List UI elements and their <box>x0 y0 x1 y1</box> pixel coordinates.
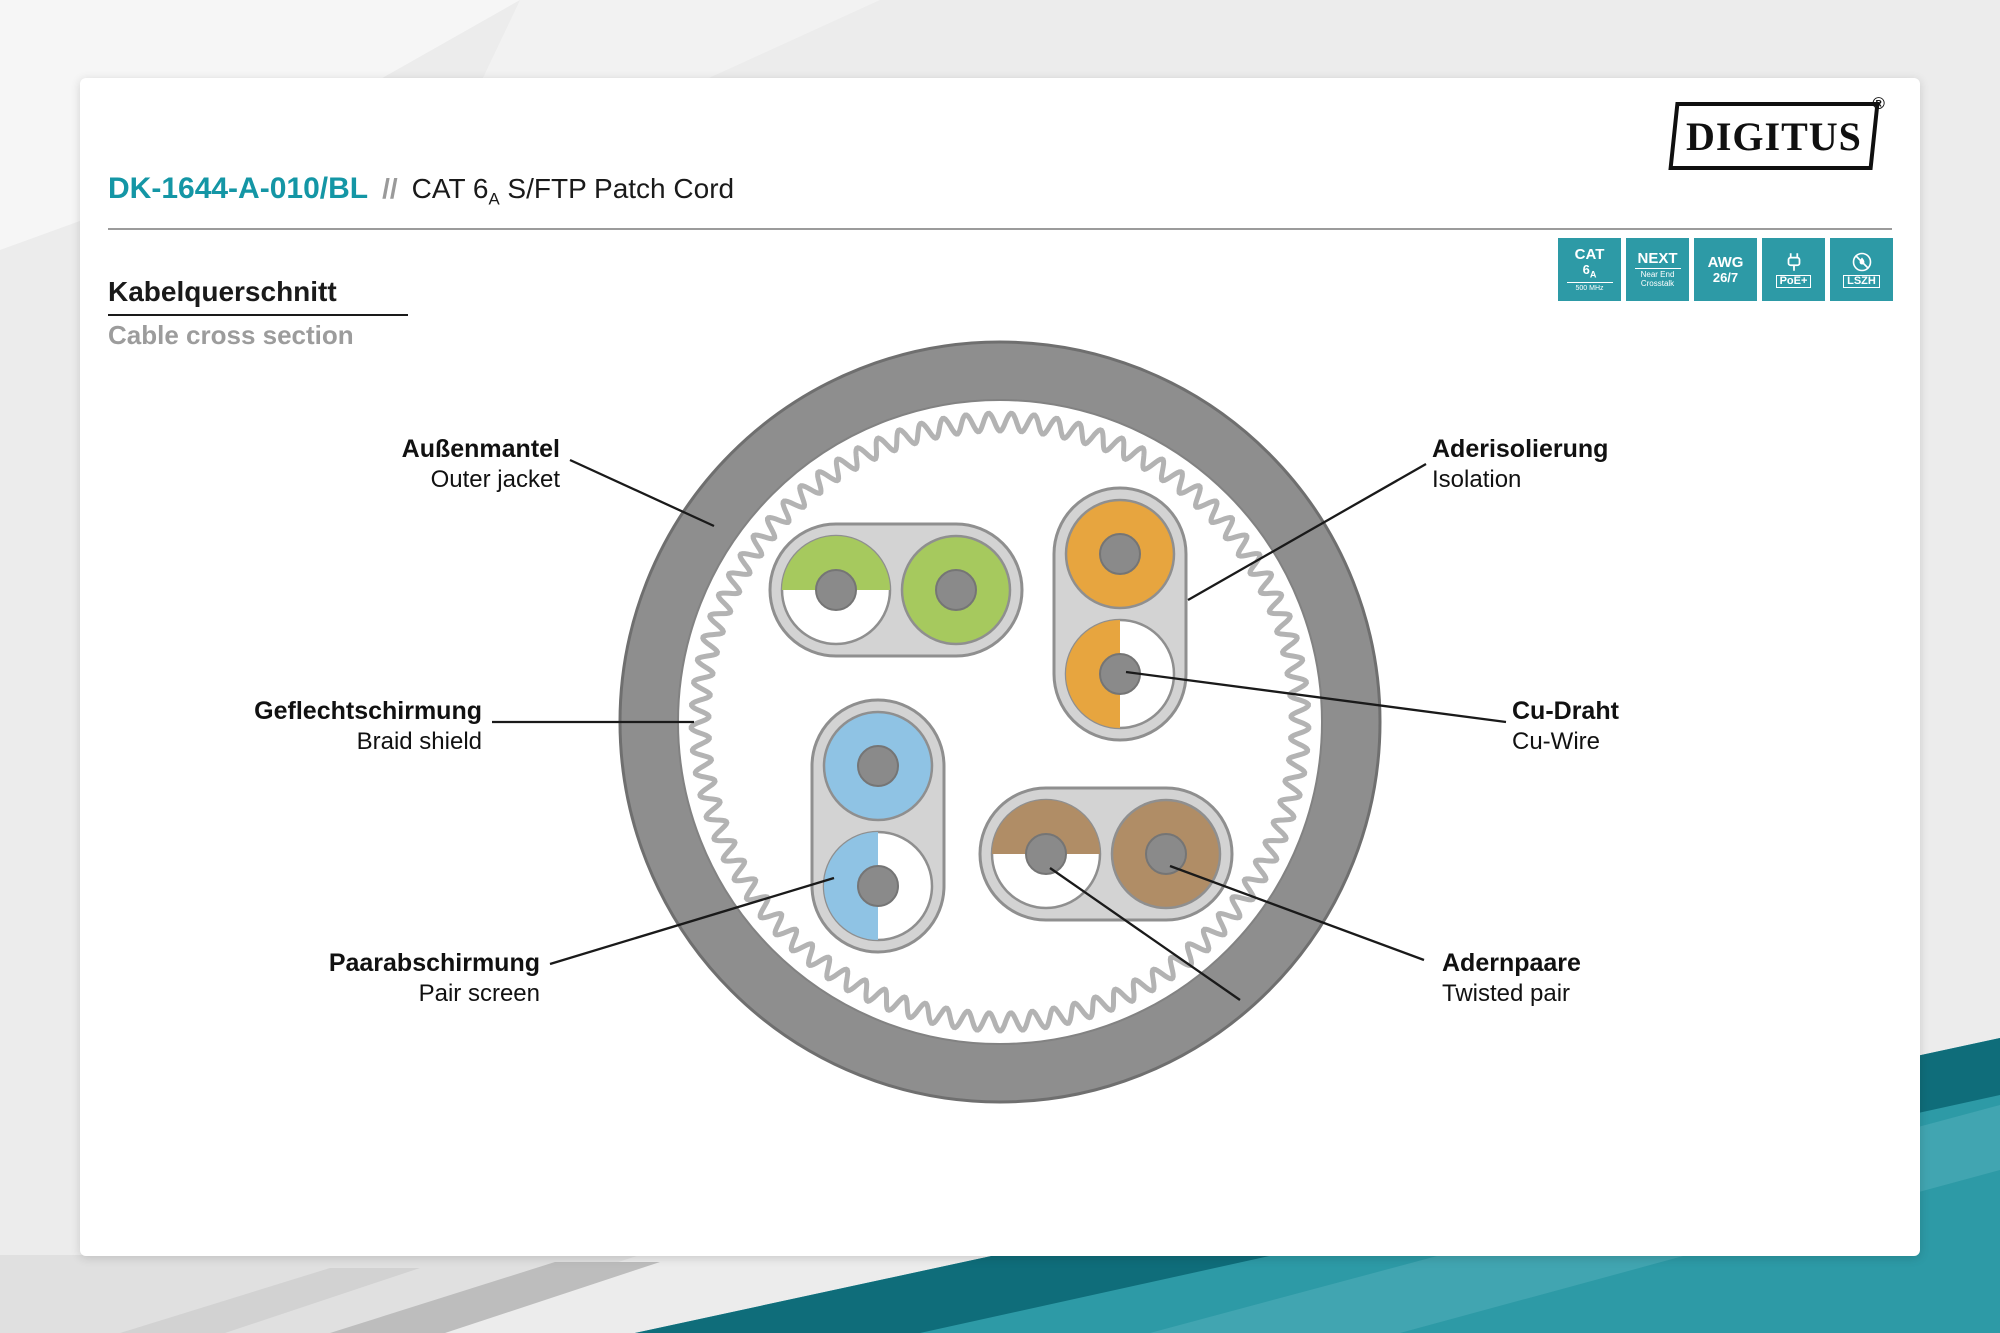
model-number: DK-1644-A-010/BL <box>108 172 369 205</box>
section-title-de: Kabelquerschnitt <box>108 276 337 307</box>
registered-mark: ® <box>1872 94 1886 113</box>
badge-awg: AWG 26/7 <box>1694 238 1757 301</box>
content-card: DIGITUS ® DK-1644-A-010/BL//CAT 6A S/FTP… <box>80 78 1920 1256</box>
product-suffix: S/FTP Patch Cord <box>499 173 735 204</box>
product-subscript: A <box>488 189 500 209</box>
product-title: DK-1644-A-010/BL // CAT 6A S/FTP Patch Cor… <box>108 172 734 210</box>
badge-poe-label: PoE+ <box>1775 274 1812 289</box>
badge-awg-line1: AWG <box>1707 253 1744 271</box>
no-open-flame-icon <box>1852 252 1871 271</box>
badge-divider <box>1566 281 1613 283</box>
poe-plug-icon <box>1787 252 1800 271</box>
badge-next-footer1: Near End <box>1640 270 1675 280</box>
badge-cat-value: 6A <box>1582 261 1597 280</box>
feature-badges: CAT 6A 500 MHz NEXT Near End Crosstalk A… <box>1558 238 1893 301</box>
title-divider <box>108 228 1892 230</box>
badge-cat-sub: A <box>1589 269 1597 280</box>
badge-poe: PoE+ <box>1762 238 1825 301</box>
digitus-logo-text: DIGITUS <box>1686 113 1862 159</box>
badge-lszh-label: LSZH <box>1843 274 1880 289</box>
deco-gray-chevron <box>330 1262 660 1333</box>
product-name: CAT 6A S/FTP Patch Cord <box>411 173 735 209</box>
section-underline <box>108 314 408 316</box>
badge-cat-footer: 500 MHz <box>1575 284 1604 292</box>
badge-divider <box>1634 268 1681 270</box>
badge-cat6a: CAT 6A 500 MHz <box>1558 238 1621 301</box>
section-title-en: Cable cross section <box>108 320 354 350</box>
badge-cat-line1: CAT <box>1574 245 1605 263</box>
badge-cat-number: 6 <box>1582 261 1590 277</box>
badge-awg-value: 26/7 <box>1712 269 1739 285</box>
title-separator: // <box>382 173 398 204</box>
badge-next-line1: NEXT <box>1637 249 1678 267</box>
digitus-logo: DIGITUS ® <box>1668 94 1885 170</box>
badge-next-footer2: Crosstalk <box>1640 278 1675 288</box>
badge-lszh: LSZH <box>1830 238 1893 301</box>
product-prefix: CAT 6 <box>411 173 489 204</box>
section-heading: Kabelquerschnitt Cable cross section <box>108 276 408 351</box>
deco-gray-chevron <box>120 1268 420 1333</box>
badge-next: NEXT Near End Crosstalk <box>1626 238 1689 301</box>
